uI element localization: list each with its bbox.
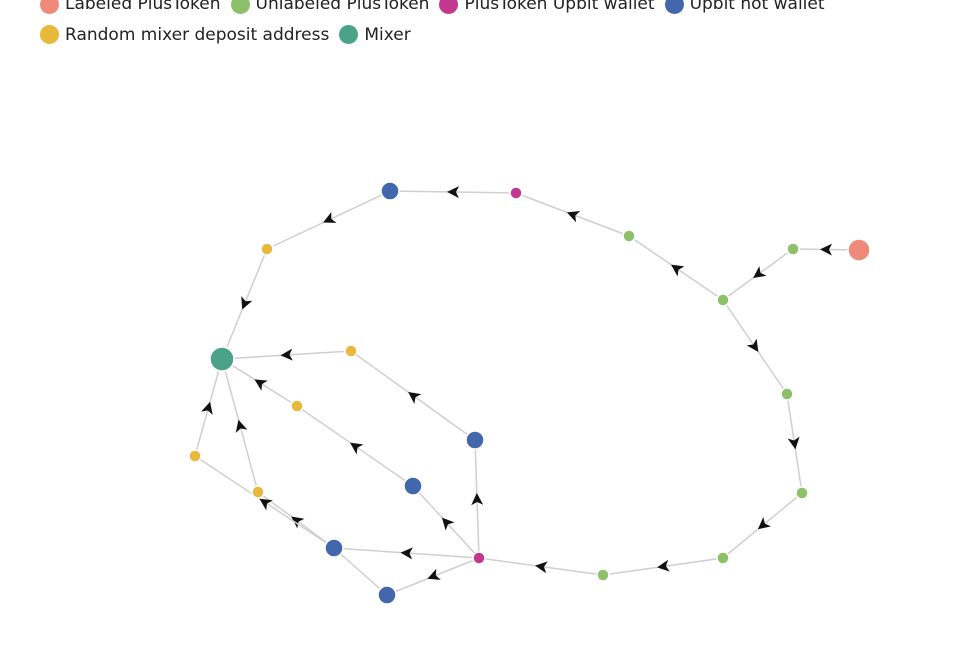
arrow-head-icon (447, 186, 460, 199)
node-deposit[interactable] (251, 485, 265, 499)
node-upbit_hot[interactable] (377, 585, 397, 605)
arrow-head-icon (259, 498, 273, 511)
node-deposit[interactable] (188, 449, 202, 463)
node-unlabeled[interactable] (622, 229, 636, 243)
legend-item-deposit: Random mixer deposit address (40, 22, 329, 48)
node-deposit[interactable] (290, 399, 304, 413)
node-upbit_hot[interactable] (465, 430, 485, 450)
arrow-head-icon (566, 211, 581, 223)
legend-dot-icon (230, 0, 250, 14)
legend-dot-icon (40, 25, 59, 44)
arrow-head-icon (757, 517, 771, 530)
node-labeled[interactable] (847, 238, 871, 262)
arrow-head-icon (820, 243, 833, 256)
arrow-head-icon (291, 516, 305, 529)
legend-label: Labeled PlusToken (65, 0, 221, 14)
node-unlabeled[interactable] (596, 568, 610, 582)
arrow-head-icon (400, 547, 413, 560)
arrow-head-icon (280, 348, 293, 361)
arrow-head-icon (753, 266, 767, 279)
legend-item-upbit_hot: Upbit hot wallet (664, 0, 825, 17)
legend-dot-icon (439, 0, 459, 14)
legend-label: PlusToken Upbit wallet (464, 0, 655, 14)
arrow-head-icon (441, 517, 455, 531)
legend-dot-icon (40, 0, 59, 14)
legend-item-upbit_wallet: PlusToken Upbit wallet (439, 0, 655, 17)
node-upbit_wallet[interactable] (509, 186, 523, 200)
node-deposit[interactable] (260, 242, 274, 256)
arrow-head-icon (471, 493, 484, 506)
node-deposit[interactable] (344, 344, 358, 358)
legend-label: Mixer (364, 24, 411, 45)
arrow-head-icon (746, 338, 759, 352)
arrow-head-icon (671, 264, 685, 277)
legend-item-mixer: Mixer (339, 22, 411, 48)
node-mixer[interactable] (209, 346, 235, 372)
arrow-head-icon (235, 419, 248, 433)
legend-dot-icon (664, 0, 684, 14)
edge-B5-B4 (333, 547, 388, 596)
legend-label: Random mixer deposit address (65, 24, 330, 45)
node-unlabeled[interactable] (786, 242, 800, 256)
node-upbit_hot[interactable] (380, 181, 400, 201)
arrow-head-icon (657, 559, 670, 572)
legend: Labeled PlusToken Unlabeled PlusToken Plus… (40, 0, 940, 52)
legend-item-unlabeled: Unlabeled PlusToken (230, 0, 430, 17)
arrow-head-icon (535, 561, 548, 574)
arrow-head-icon (323, 212, 337, 223)
arrow-head-icon (408, 392, 422, 404)
node-unlabeled[interactable] (795, 486, 809, 500)
arrow-head-icon (254, 379, 268, 391)
node-unlabeled[interactable] (780, 387, 794, 401)
arrow-head-icon (787, 436, 800, 450)
arrow-head-icon (427, 568, 441, 580)
node-upbit_hot[interactable] (403, 476, 423, 496)
node-unlabeled[interactable] (716, 551, 730, 565)
arrow-head-icon (350, 442, 364, 455)
node-unlabeled[interactable] (716, 293, 730, 307)
legend-label: Unlabeled PlusToken (255, 0, 430, 14)
legend-label: Upbit hot wallet (689, 0, 825, 14)
arrow-head-icon (201, 401, 213, 415)
legend-dot-icon (339, 25, 359, 44)
arrow-head-icon (241, 296, 253, 310)
node-upbit_wallet[interactable] (472, 551, 486, 565)
node-upbit_hot[interactable] (324, 538, 344, 558)
legend-item-labeled: Labeled PlusToken (40, 0, 221, 17)
